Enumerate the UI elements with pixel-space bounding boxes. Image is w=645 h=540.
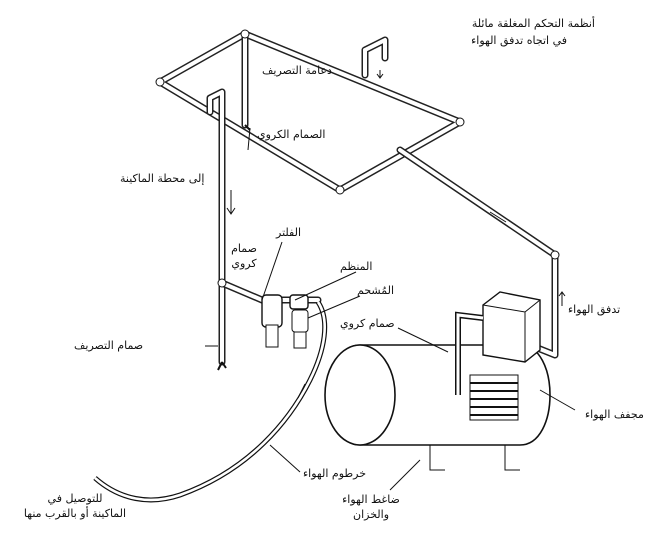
air-hose-inner xyxy=(94,301,326,502)
label-lubricator: المُشحم xyxy=(357,284,395,297)
label-connect-machine-1: للتوصيل في xyxy=(47,492,103,505)
label-ball-valve-top: الصمام الكروي xyxy=(257,128,326,141)
label-drain-support: دعامة التصريف xyxy=(262,64,332,77)
drain-valve-symbol xyxy=(217,361,227,371)
label-compressor-tank-2: والخزان xyxy=(352,508,390,521)
label-regulator: المنظم xyxy=(340,260,373,273)
label-ball-valve-left-2: كروي xyxy=(231,257,257,270)
leader-lines xyxy=(205,127,576,491)
label-ball-valve-left-1: صمام xyxy=(231,242,257,255)
label-closed-loop-line1: أنظمة التحكم المغلقة مائلة xyxy=(471,17,595,30)
label-filter: الفلتر xyxy=(276,226,302,239)
label-ball-valve-right: صمام كروي xyxy=(340,317,395,330)
air-dryer xyxy=(482,291,541,363)
label-to-machine-station: إلى محطة الماكينة xyxy=(120,172,205,185)
drain-support-symbol xyxy=(244,124,251,131)
label-closed-loop-line2: في اتجاه تدفق الهواء xyxy=(471,34,567,47)
label-connect-machine-2: الماكينة أو بالقرب منها xyxy=(23,507,127,520)
air-hose xyxy=(93,300,328,503)
label-air-hose: خرطوم الهواء xyxy=(303,467,367,480)
pipe-joints xyxy=(155,29,560,288)
flow-arrows xyxy=(226,70,566,399)
label-drain-valve: صمام التصريف xyxy=(74,339,144,352)
label-air-dryer: مجفف الهواء xyxy=(585,408,644,421)
frl-unit xyxy=(261,294,309,349)
motor-fins xyxy=(469,374,519,421)
label-air-flow: تدفق الهواء xyxy=(568,303,621,316)
label-compressor-tank-1: ضاغط الهواء xyxy=(342,493,400,506)
